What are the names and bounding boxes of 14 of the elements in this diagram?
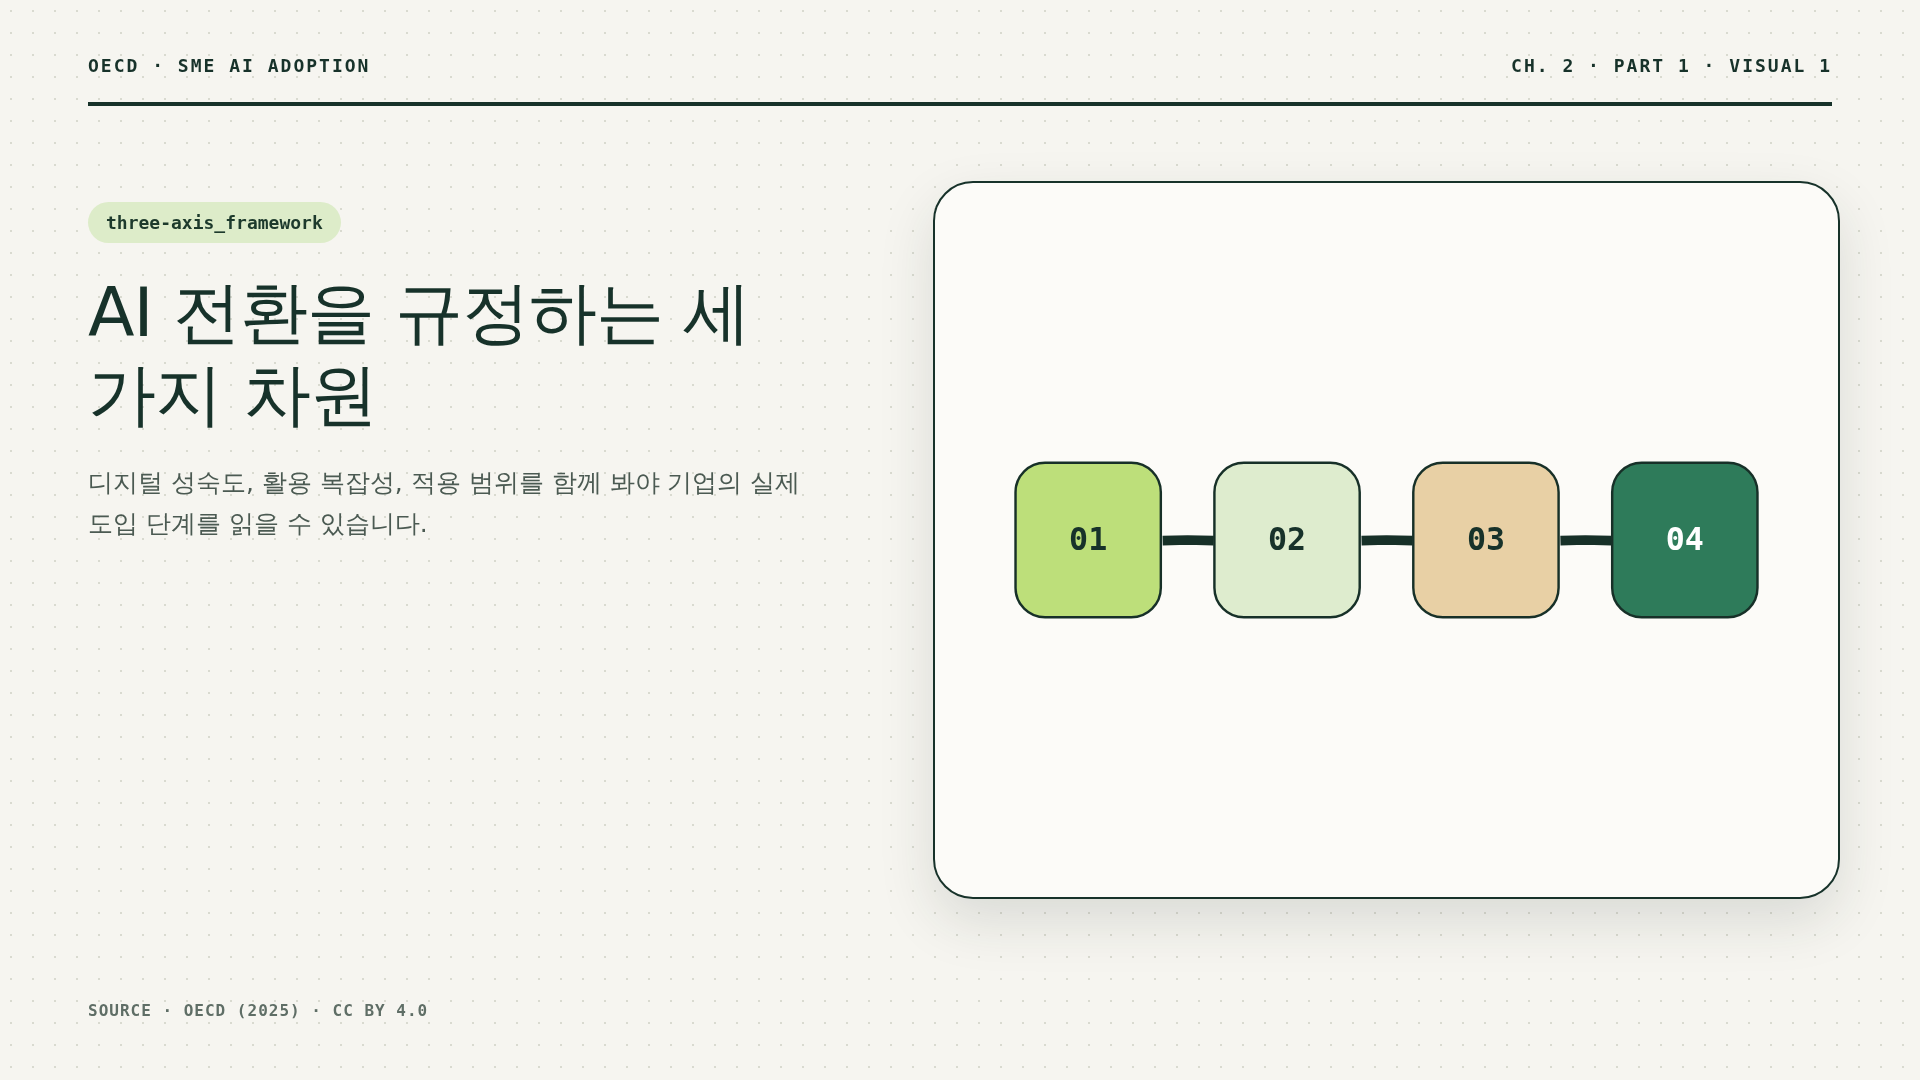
- header-text: OECD · SME AI ADOPTION: [88, 55, 371, 76]
- node-box: [1213, 461, 1361, 619]
- category-tag: three-axis_framework: [88, 202, 341, 243]
- source-note: SOURCE · OECD (2025) · CC BY 4.0: [88, 1001, 429, 1020]
- connector: [1162, 535, 1214, 546]
- connector: [1361, 535, 1413, 546]
- node-box: [1610, 461, 1759, 619]
- connector: [1560, 535, 1612, 546]
- diagram-card: 01 02 03 04: [933, 181, 1840, 899]
- chapter-label: CH. 2 · PART 1 · VISUAL 1: [1511, 55, 1832, 76]
- node-box: [1014, 461, 1163, 619]
- slide-title: AI 전환을 규정하는 세 가지 차원: [88, 272, 752, 436]
- node-box: [1412, 461, 1560, 619]
- description-text: 디지털 성숙도, 활용 복잡성, 적용 범위를 함께 봐야 기업의 실제 도입 단계를 읽을 수 있습니다.: [88, 467, 802, 540]
